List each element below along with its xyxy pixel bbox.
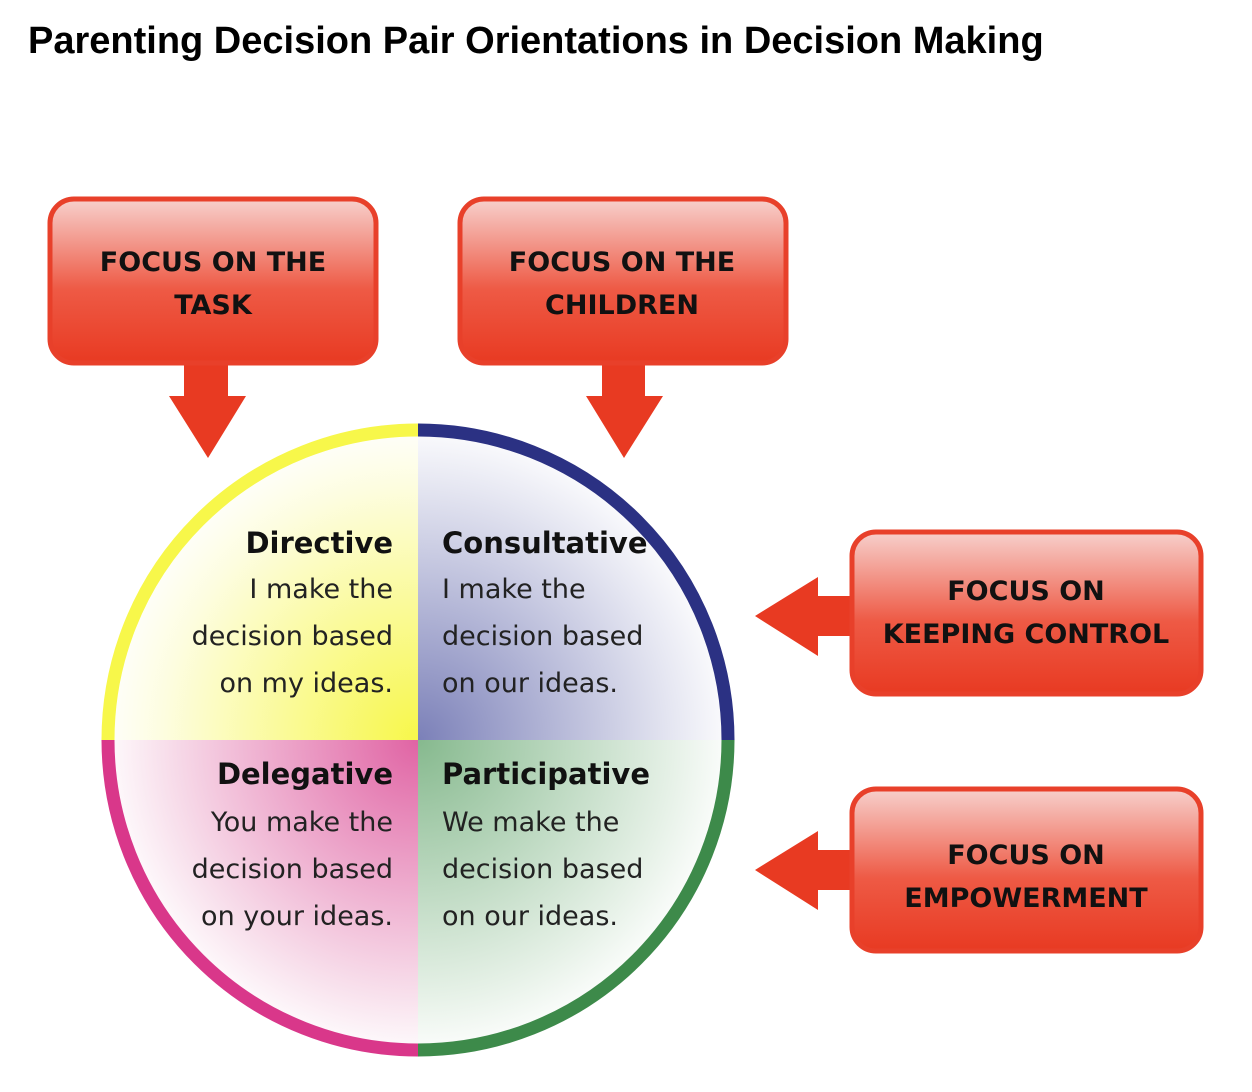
quadrant-line: We make the — [442, 807, 619, 838]
quadrant-line: decision based — [192, 854, 393, 885]
box-line: CHILDREN — [545, 290, 699, 321]
box-line: TASK — [174, 290, 253, 321]
box-line: KEEPING CONTROL — [883, 619, 1170, 650]
quadrant-line: I make the — [442, 574, 586, 605]
participative-arc — [417, 739, 735, 1057]
quadrant-line: on our ideas. — [442, 668, 618, 699]
page-title: Parenting Decision Pair Orientations in … — [28, 20, 1044, 62]
quadrant-circle — [101, 423, 735, 1057]
delegative-quadrant — [102, 740, 418, 1056]
box-line: EMPOWERMENT — [904, 883, 1148, 914]
quadrant-line: on your ideas. — [201, 901, 393, 932]
down-arrow-children — [586, 360, 663, 458]
consultative-quadrant — [418, 424, 734, 740]
down-arrow-task — [169, 360, 246, 458]
delegative-arc — [101, 739, 419, 1057]
focus-box-task: FOCUS ON THE TASK — [47, 196, 379, 366]
quadrant-participative: Participative We make the decision based… — [442, 757, 650, 932]
focus-box-empowerment: FOCUS ON EMPOWERMENT — [849, 786, 1204, 954]
quadrant-consultative: Consultative I make the decision based o… — [442, 526, 648, 699]
left-arrow-control — [755, 577, 856, 656]
quadrant-line: You make the — [210, 807, 393, 838]
directive-quadrant — [102, 424, 418, 740]
quadrant-directive: Directive I make the decision based on m… — [192, 526, 393, 699]
quadrant-line: on my ideas. — [219, 668, 393, 699]
box-line: FOCUS ON — [947, 840, 1105, 871]
focus-box-keeping-control: FOCUS ON KEEPING CONTROL — [849, 529, 1204, 697]
box-line: FOCUS ON THE — [100, 247, 326, 278]
quadrant-title: Participative — [442, 757, 650, 791]
quadrant-title: Consultative — [442, 526, 648, 560]
quadrant-line: decision based — [442, 854, 643, 885]
consultative-arc — [417, 423, 735, 741]
box-line: FOCUS ON — [947, 576, 1105, 607]
quadrant-line: on our ideas. — [442, 901, 618, 932]
quadrant-line: decision based — [192, 621, 393, 652]
quadrant-line: decision based — [442, 621, 643, 652]
box-line: FOCUS ON THE — [509, 247, 735, 278]
participative-quadrant — [418, 740, 734, 1056]
quadrant-line: I make the — [249, 574, 393, 605]
left-arrow-empowerment — [755, 831, 856, 910]
focus-box-children: FOCUS ON THE CHILDREN — [457, 196, 789, 366]
quadrant-delegative: Delegative You make the decision based o… — [192, 757, 393, 932]
quadrant-title: Directive — [245, 526, 393, 560]
directive-arc — [101, 423, 419, 741]
quadrant-title: Delegative — [217, 757, 393, 791]
